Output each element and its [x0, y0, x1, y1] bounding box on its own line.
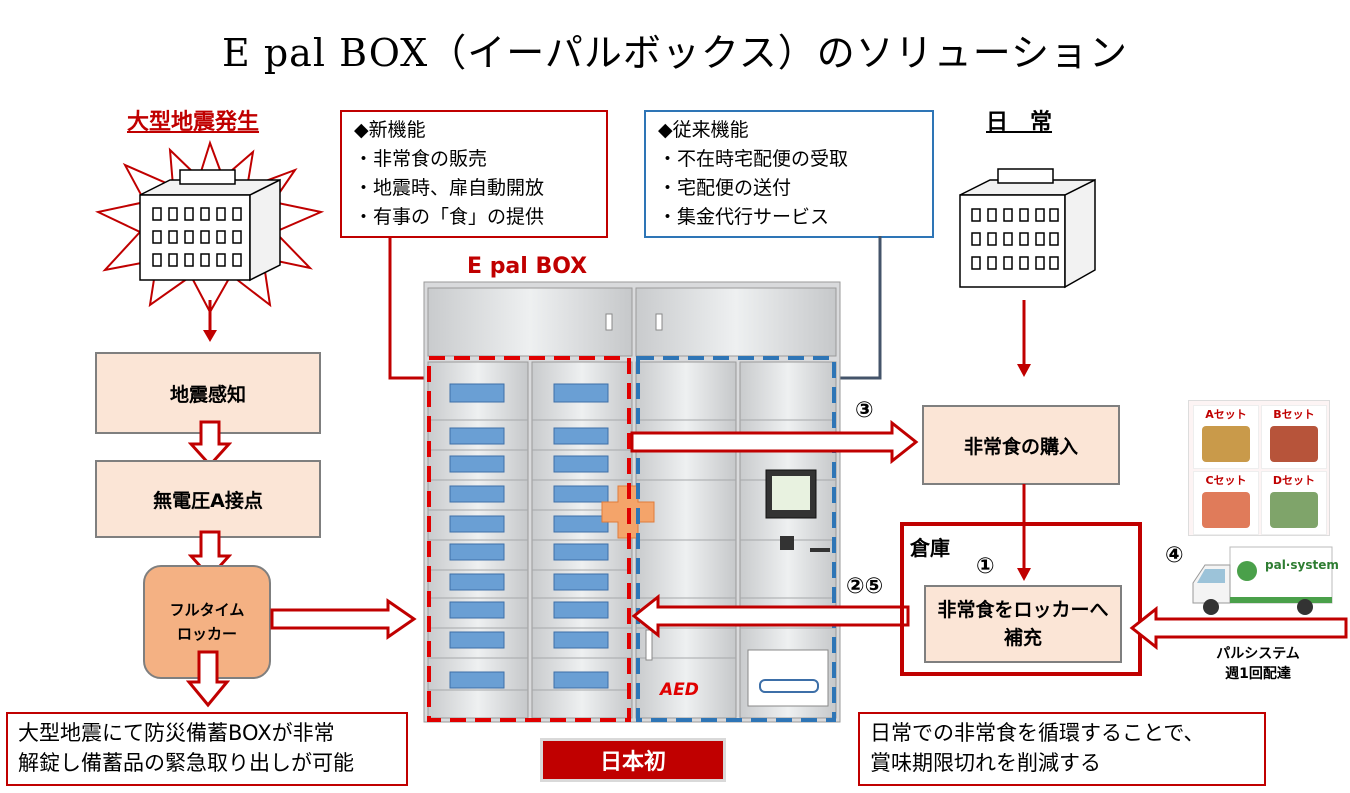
- step-label: 地震感知: [169, 383, 246, 406]
- arrow-down-icon: [1017, 300, 1031, 377]
- new-features-title: ◆新機能: [354, 119, 426, 141]
- hollow-arrow-right-icon: [630, 420, 919, 464]
- refill-box: 非常食をロッカーへ 補充: [924, 585, 1122, 663]
- feature-item: ・集金代行サービス: [658, 206, 830, 228]
- hollow-arrow-down-icon: [186, 650, 230, 708]
- purchase-box: 非常食の購入: [922, 405, 1120, 485]
- feature-item: ・宅配便の送付: [658, 177, 792, 199]
- food-set-c: Cセット: [1193, 471, 1259, 535]
- earthquake-heading: 大型地震発生: [127, 110, 260, 135]
- delivery-line2: 週1回配達: [1225, 666, 1291, 682]
- note-line: 大型地震にて防災備蓄BOXが非常: [18, 721, 335, 745]
- hollow-arrow-left-icon: [631, 594, 910, 638]
- arrow-down-icon: [1017, 484, 1031, 581]
- page-title: E pal BOX（イーパルボックス）のソリューション: [222, 31, 1128, 75]
- refill-label-line1: 非常食をロッカーへ: [937, 599, 1109, 621]
- note-line: 賞味期限切れを削減する: [870, 751, 1101, 775]
- step-label: 無電圧A接点: [153, 489, 263, 512]
- daily-heading: 日 常: [986, 110, 1053, 135]
- set-label: Cセット: [1205, 474, 1247, 487]
- marker-2-5: ②⑤: [846, 574, 884, 599]
- delivery-truck-icon: [1192, 546, 1333, 615]
- set-label: Aセット: [1205, 408, 1247, 421]
- old-features-title: ◆従来機能: [658, 119, 749, 141]
- earthquake-building-icon: [95, 140, 325, 315]
- purchase-label: 非常食の購入: [963, 435, 1078, 458]
- locker-illustration-icon: [423, 281, 841, 723]
- hollow-arrow-right-icon: [270, 598, 417, 640]
- food-sets-panel: Aセット Bセット Cセット Dセット: [1188, 400, 1330, 536]
- marker-4: ④: [1165, 543, 1184, 568]
- feature-item: ・地震時、扉自動開放: [354, 177, 545, 199]
- hollow-arrow-down-icon: [188, 420, 232, 468]
- truck-logo-text: pal·system: [1265, 558, 1339, 572]
- marker-1: ①: [976, 554, 995, 579]
- building-icon: [959, 168, 1096, 289]
- warehouse-frame: [900, 522, 1142, 676]
- old-features-box: ◆従来機能 ・不在時宅配便の受取 ・宅配便の送付 ・集金代行サービス: [644, 110, 934, 238]
- feature-item: ・有事の「食」の提供: [354, 206, 545, 228]
- step-dry-contact: 無電圧A接点: [95, 460, 321, 538]
- set-label: Dセット: [1272, 474, 1316, 487]
- refill-label-line2: 補充: [1003, 627, 1042, 649]
- left-note: 大型地震にて防災備蓄BOXが非常 解錠し備蓄品の緊急取り出しが可能: [6, 712, 408, 786]
- set-label: Bセット: [1273, 408, 1315, 421]
- new-features-box: ◆新機能 ・非常食の販売 ・地震時、扉自動開放 ・有事の「食」の提供: [340, 110, 608, 238]
- feature-item: ・非常食の販売: [354, 148, 488, 170]
- marker-3: ③: [855, 398, 874, 423]
- note-line: 日常での非常食を循環することで、: [870, 721, 1205, 745]
- note-line: 解錠し備蓄品の緊急取り出しが可能: [18, 751, 354, 775]
- hollow-arrow-left-icon: [1129, 606, 1348, 650]
- delivery-caption: パルシステム 週1回配達: [1208, 644, 1308, 684]
- food-set-b: Bセット: [1261, 405, 1327, 469]
- delivery-line1: パルシステム: [1216, 646, 1300, 662]
- arrow-down-icon: [203, 300, 217, 342]
- warehouse-label: 倉庫: [910, 536, 950, 560]
- japan-first-badge: 日本初: [540, 738, 726, 782]
- aed-label: AED: [660, 680, 699, 700]
- locker-label-line2: ロッカー: [176, 625, 237, 643]
- epal-box-label: E pal BOX: [467, 254, 588, 279]
- locker-label-line1: フルタイム: [169, 601, 245, 619]
- food-set-a: Aセット: [1193, 405, 1259, 469]
- food-set-d: Dセット: [1261, 471, 1327, 535]
- feature-item: ・不在時宅配便の受取: [658, 148, 849, 170]
- right-note: 日常での非常食を循環することで、 賞味期限切れを削減する: [858, 712, 1266, 786]
